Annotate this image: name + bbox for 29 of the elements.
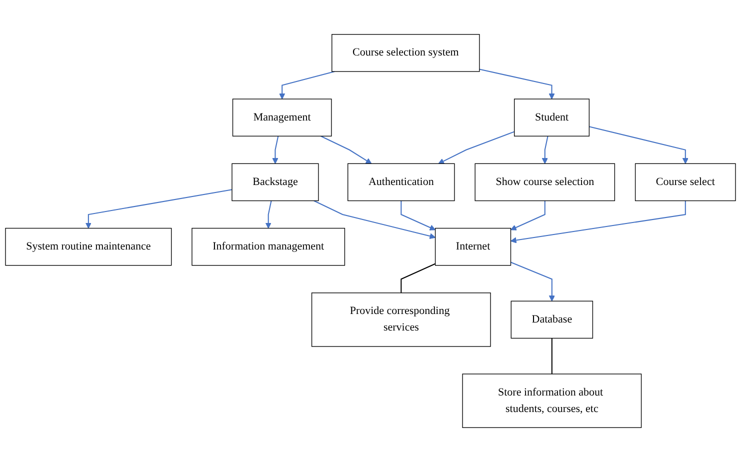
arrow <box>272 136 279 164</box>
node-box: Backstage <box>232 163 319 202</box>
node-box: Management <box>232 98 332 136</box>
node-box: System routine maintenance <box>5 228 172 266</box>
connector <box>400 263 436 293</box>
arrow <box>589 126 688 164</box>
node-box: Database <box>510 300 594 339</box>
node-box: Authentication <box>348 163 455 202</box>
arrow <box>320 136 372 164</box>
arrow <box>265 200 272 229</box>
node-box: Show course selection <box>474 163 616 202</box>
arrow <box>314 200 436 240</box>
node-box: Course selection system <box>332 34 480 72</box>
arrow <box>279 71 335 100</box>
node-box: Provide corresponding services <box>311 292 491 347</box>
arrow <box>85 189 232 229</box>
connector <box>551 338 552 374</box>
arrow <box>400 200 436 230</box>
arrow <box>438 131 515 164</box>
arrow <box>510 200 546 230</box>
node-box: Information management <box>192 228 346 266</box>
arrow <box>542 136 548 164</box>
arrow <box>479 68 555 100</box>
node-box: Store information about students, courses, etc <box>462 374 642 428</box>
arrow <box>510 262 555 302</box>
node-box: Student <box>514 98 590 136</box>
node-box: Course select <box>634 163 736 202</box>
arrow <box>510 200 686 244</box>
node-box: Internet <box>434 228 512 266</box>
